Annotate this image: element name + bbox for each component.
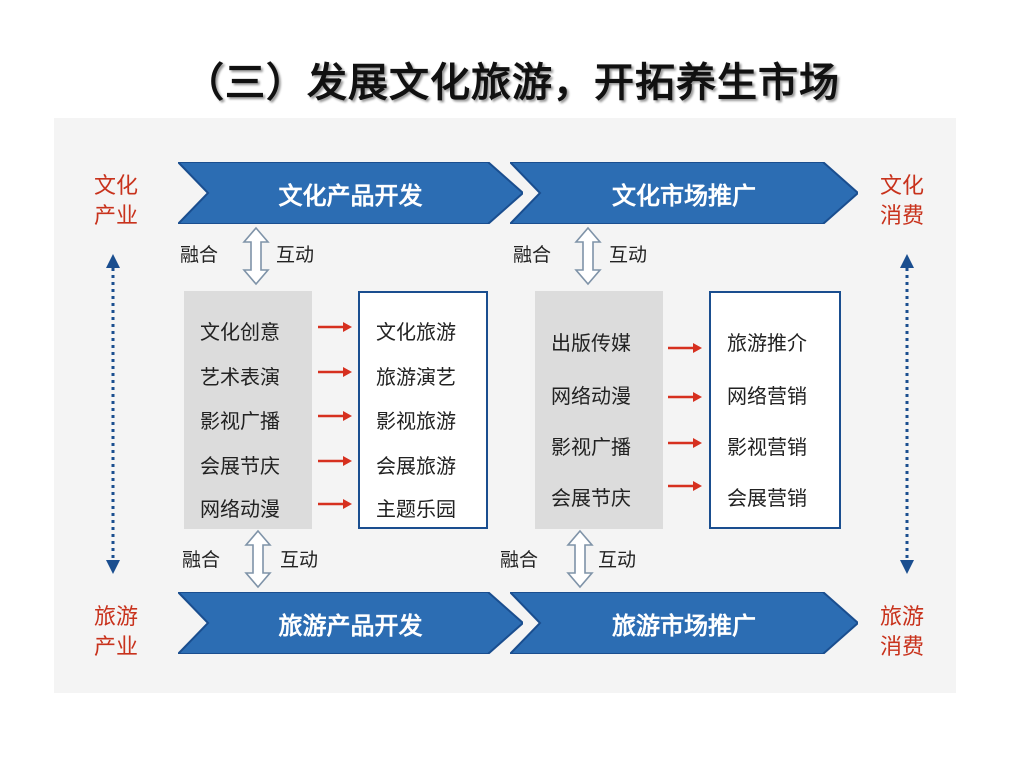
label-fuse-tl: 融合 — [180, 244, 219, 266]
left-target-item: 主题乐园 — [376, 497, 456, 521]
left-dotted-arrow — [106, 254, 120, 574]
left-source-item: 网络动漫 — [200, 497, 280, 521]
left-source-item: 影视广播 — [200, 409, 280, 433]
red-arrow-icon — [316, 320, 354, 334]
right-source-box — [535, 291, 663, 529]
left-source-item: 会展节庆 — [200, 454, 280, 478]
right-source-item: 出版传媒 — [551, 331, 631, 355]
right-source-item: 网络动漫 — [551, 384, 631, 408]
right-dotted-arrow — [900, 254, 914, 574]
side-label-top-left: 文化产业 — [93, 174, 138, 229]
label-fuse-tr: 融合 — [513, 244, 552, 266]
label-interact-bl: 互动 — [280, 549, 319, 571]
side-label-bottom-left: 旅游产业 — [93, 605, 138, 660]
slide-title: （三）发展文化旅游，开拓养生市场 — [184, 60, 840, 106]
left-target-item: 会展旅游 — [376, 454, 456, 478]
red-arrow-icon — [666, 341, 704, 355]
left-target-item: 文化旅游 — [376, 320, 456, 344]
red-arrow-icon — [316, 409, 354, 423]
chevron-culture-market-promo: 文化市场推广 — [510, 162, 858, 224]
right-target-item: 会展营销 — [727, 486, 807, 510]
left-source-item: 文化创意 — [200, 320, 280, 344]
label-fuse-br: 融合 — [500, 549, 539, 571]
red-arrow-icon — [666, 436, 704, 450]
label-interact-tl: 互动 — [276, 244, 315, 266]
label-fuse-bl: 融合 — [182, 549, 221, 571]
left-target-item: 影视旅游 — [376, 409, 456, 433]
left-source-box — [184, 291, 312, 529]
label-interact-br: 互动 — [598, 549, 637, 571]
red-arrow-icon — [666, 479, 704, 493]
left-target-box — [358, 291, 488, 529]
right-target-box — [709, 291, 841, 529]
left-source-item: 艺术表演 — [200, 365, 280, 389]
label-interact-tr: 互动 — [609, 244, 648, 266]
side-label-top-right: 文化消费 — [879, 174, 924, 229]
right-source-item: 影视广播 — [551, 435, 631, 459]
chevron-tourism-product-dev: 旅游产品开发 — [178, 592, 523, 654]
chevron-culture-product-dev: 文化产品开发 — [178, 162, 523, 224]
right-source-item: 会展节庆 — [551, 486, 631, 510]
red-arrow-icon — [666, 390, 704, 404]
side-label-bottom-right: 旅游消费 — [879, 605, 924, 660]
chevron-tourism-market-promo: 旅游市场推广 — [510, 592, 858, 654]
right-target-item: 网络营销 — [727, 384, 807, 408]
left-target-item: 旅游演艺 — [376, 365, 456, 389]
red-arrow-icon — [316, 454, 354, 468]
red-arrow-icon — [316, 365, 354, 379]
right-target-item: 旅游推介 — [727, 331, 807, 355]
red-arrow-icon — [316, 497, 354, 511]
right-target-item: 影视营销 — [727, 435, 807, 459]
